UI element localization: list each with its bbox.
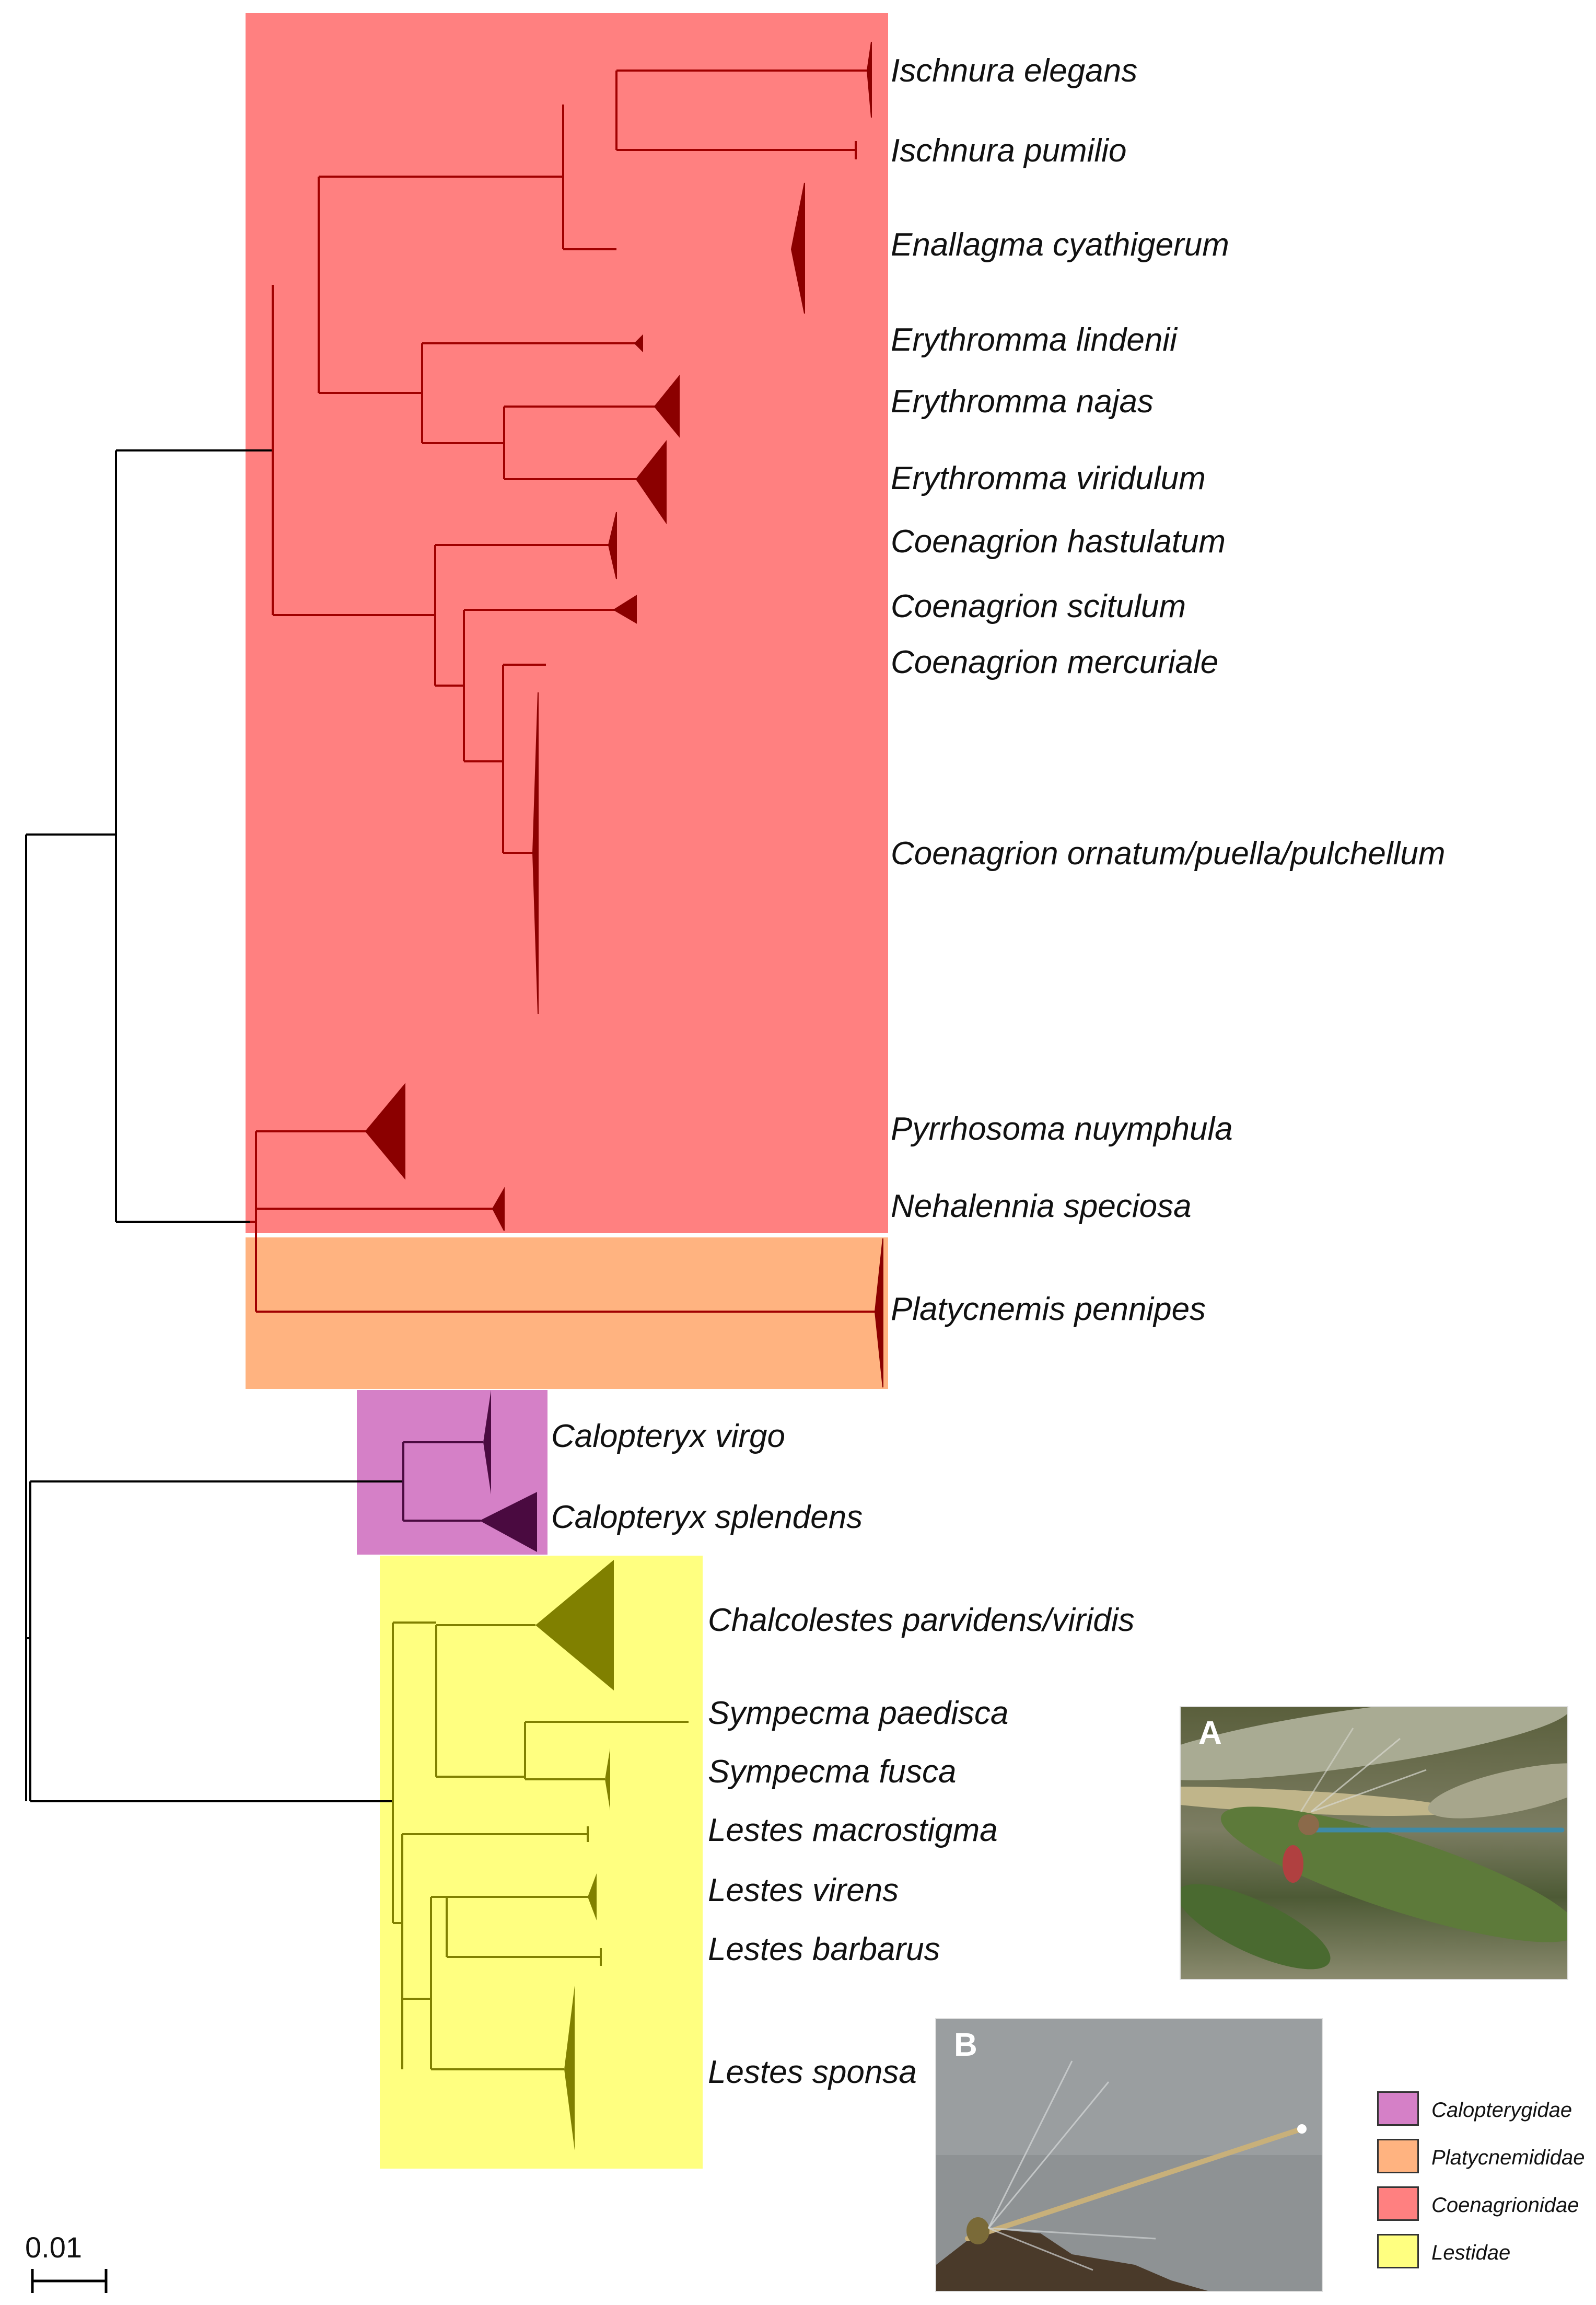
damselfly-photo-a-illustration [1181,1707,1567,1979]
damselfly-photo-b-illustration [936,2019,1322,2291]
platycnemididae-box [246,1237,888,1389]
clade-erythromma-viridulum [635,440,667,525]
scale-bar [31,2269,108,2293]
coenagrionidae-box [246,13,888,1233]
taxon-label: Ischnura elegans [891,53,1138,89]
clade-ischnura-elegans [866,41,872,118]
legend-item-coenagrionidae: Coenagrionidae [1377,2186,1586,2223]
clade-erythromma-lindenii [634,334,643,353]
taxon-label: Lestes barbarus [708,1931,940,1967]
clade-lestes-virens [588,1873,597,1920]
clade-calopteryx-splendens [480,1492,537,1552]
clade-platycnemis [874,1238,883,1388]
photo-a: A [1180,1706,1568,1980]
taxon-label: Coenagrion hastulatum [891,524,1226,560]
taxon-label: Coenagrion mercuriale [891,644,1219,680]
legend-item-calopterygidae: Calopterygidae [1377,2091,1586,2128]
calopterygidae-branches [402,1441,483,1522]
legend-label: Calopterygidae [1431,2099,1572,2122]
clade-pyrrhosoma [365,1083,405,1180]
clade-nehalennia [492,1187,505,1231]
clade-erythromma-najas [654,375,680,438]
taxon-label: Lestes macrostigma [708,1812,998,1848]
coenagrionidae-branches [250,70,875,1313]
photo-a-label: A [1198,1715,1222,1751]
taxon-label: Nehalennia speciosa [891,1188,1192,1224]
taxon-label: Lestes virens [708,1872,899,1908]
taxon-label: Sympecma fusca [708,1754,957,1790]
legend-label: Coenagrionidae [1431,2194,1579,2217]
legend-label: Lestidae [1431,2241,1511,2264]
taxon-label: Pyrrhosoma nuymphula [891,1111,1233,1147]
lestidae-branches [392,1621,689,2070]
clade-lestes-sponsa [564,1986,575,2150]
backbone-branches [25,449,403,1802]
legend-swatch [1377,2091,1419,2126]
clade-coenagrion-ornatum [532,692,539,1014]
photo-b-label: B [954,2027,977,2063]
taxon-label: Sympecma paedisca [708,1695,1009,1731]
clade-enallagma-cyathigerum [790,182,805,314]
legend-swatch [1377,2139,1419,2173]
taxon-label: Platycnemis pennipes [891,1291,1206,1327]
clade-chalcolestes [535,1560,614,1690]
legend-swatch [1377,2234,1419,2268]
taxon-label: Erythromma viridulum [891,460,1206,496]
legend-item-platycnemididae: Platycnemididae [1377,2139,1586,2175]
legend-item-lestidae: Lestidae [1377,2234,1586,2271]
calopterygidae-clades [480,1390,537,1552]
taxon-label: Lestes sponsa [708,2054,917,2090]
taxon-label: Coenagrion scitulum [891,588,1186,624]
photo-b: B [935,2018,1323,2292]
taxon-label: Calopteryx virgo [551,1418,785,1454]
legend-label: Platycnemididae [1431,2146,1585,2169]
taxon-label: Chalcolestes parvidens/viridis [708,1602,1135,1638]
legend-swatch [1377,2186,1419,2221]
lestidae-box [380,1556,703,2169]
clade-sympecma-fusca [605,1748,610,1811]
taxon-label: Enallagma cyathigerum [891,227,1229,263]
clade-calopteryx-virgo [483,1390,491,1495]
scale-bar-label: 0.01 [25,2231,82,2264]
taxon-label: Erythromma lindenii [891,322,1177,358]
taxon-label: Coenagrion ornatum/puella/pulchellum [891,836,1446,872]
taxon-label: Erythromma najas [891,384,1154,420]
coenagrionidae-clades [365,41,883,1388]
clade-coenagrion-scitulum [613,595,637,624]
clade-coenagrion-hastulatum [608,512,617,580]
taxon-label: Ischnura pumilio [891,133,1127,169]
taxon-label: Calopteryx splendens [551,1499,863,1535]
lestidae-clades [535,1560,614,2150]
